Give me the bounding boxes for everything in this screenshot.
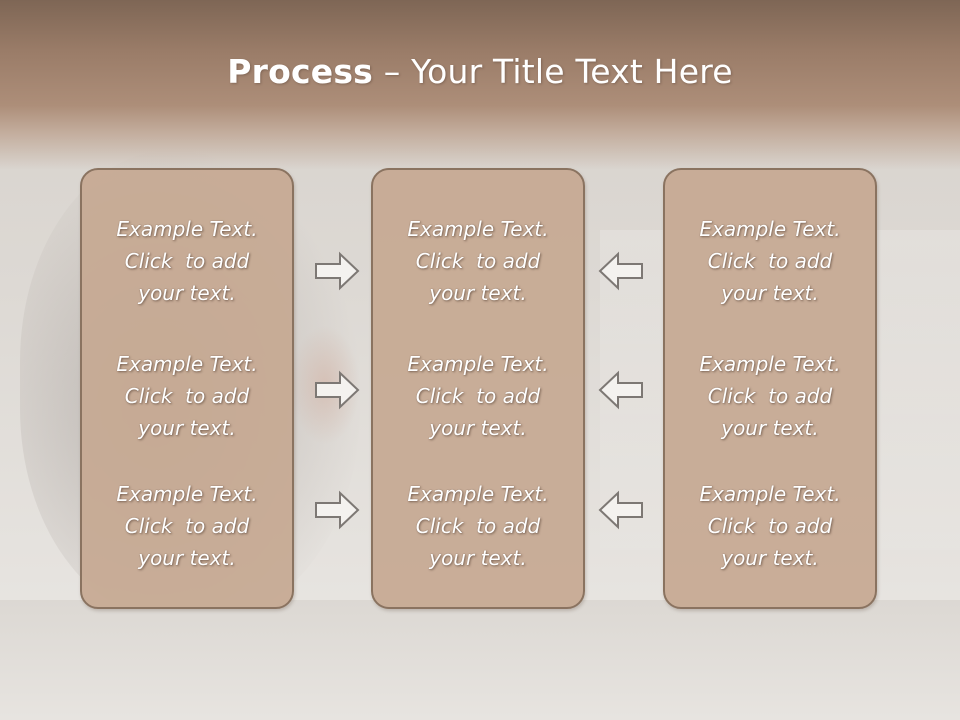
text-placeholder[interactable]: Example Text. Click to add your text. [82,213,292,309]
item-line: your text. [721,416,819,440]
title-bold: Process [227,52,374,91]
text-placeholder[interactable]: Example Text. Click to add your text. [82,348,292,444]
item-line: Click to add [415,249,541,273]
item-line: Example Text. [407,482,549,506]
item-line: Example Text. [699,352,841,376]
background-floor [0,600,960,720]
item-line: Click to add [124,514,250,538]
item-line: Example Text. [116,482,258,506]
arrow-left-icon[interactable] [596,489,646,531]
item-line: your text. [138,546,236,570]
text-placeholder[interactable]: Example Text. Click to add your text. [82,478,292,574]
text-placeholder[interactable]: Example Text. Click to add your text. [373,213,583,309]
item-line: your text. [721,546,819,570]
item-line: your text. [429,546,527,570]
text-placeholder[interactable]: Example Text. Click to add your text. [373,478,583,574]
process-box-middle[interactable]: Example Text. Click to add your text. Ex… [371,168,585,609]
text-placeholder[interactable]: Example Text. Click to add your text. [373,348,583,444]
item-line: Example Text. [116,217,258,241]
text-placeholder[interactable]: Example Text. Click to add your text. [665,348,875,444]
item-line: Click to add [415,384,541,408]
item-line: your text. [138,416,236,440]
item-line: Example Text. [699,482,841,506]
item-line: Example Text. [699,217,841,241]
item-line: your text. [429,416,527,440]
arrow-left-icon[interactable] [596,250,646,292]
arrow-right-icon[interactable] [312,369,362,411]
item-line: Example Text. [407,352,549,376]
process-box-right[interactable]: Example Text. Click to add your text. Ex… [663,168,877,609]
title-rest: – Your Title Text Here [373,52,733,91]
arrow-left-icon[interactable] [596,369,646,411]
item-line: Click to add [707,249,833,273]
item-line: Example Text. [407,217,549,241]
item-line: Click to add [707,514,833,538]
item-line: Example Text. [116,352,258,376]
text-placeholder[interactable]: Example Text. Click to add your text. [665,478,875,574]
item-line: Click to add [124,249,250,273]
text-placeholder[interactable]: Example Text. Click to add your text. [665,213,875,309]
arrow-right-icon[interactable] [312,250,362,292]
arrow-right-icon[interactable] [312,489,362,531]
item-line: Click to add [124,384,250,408]
process-box-left[interactable]: Example Text. Click to add your text. Ex… [80,168,294,609]
title-band [0,0,960,170]
item-line: your text. [429,281,527,305]
item-line: Click to add [707,384,833,408]
item-line: your text. [721,281,819,305]
item-line: your text. [138,281,236,305]
slide-title[interactable]: Process – Your Title Text Here [0,52,960,91]
item-line: Click to add [415,514,541,538]
